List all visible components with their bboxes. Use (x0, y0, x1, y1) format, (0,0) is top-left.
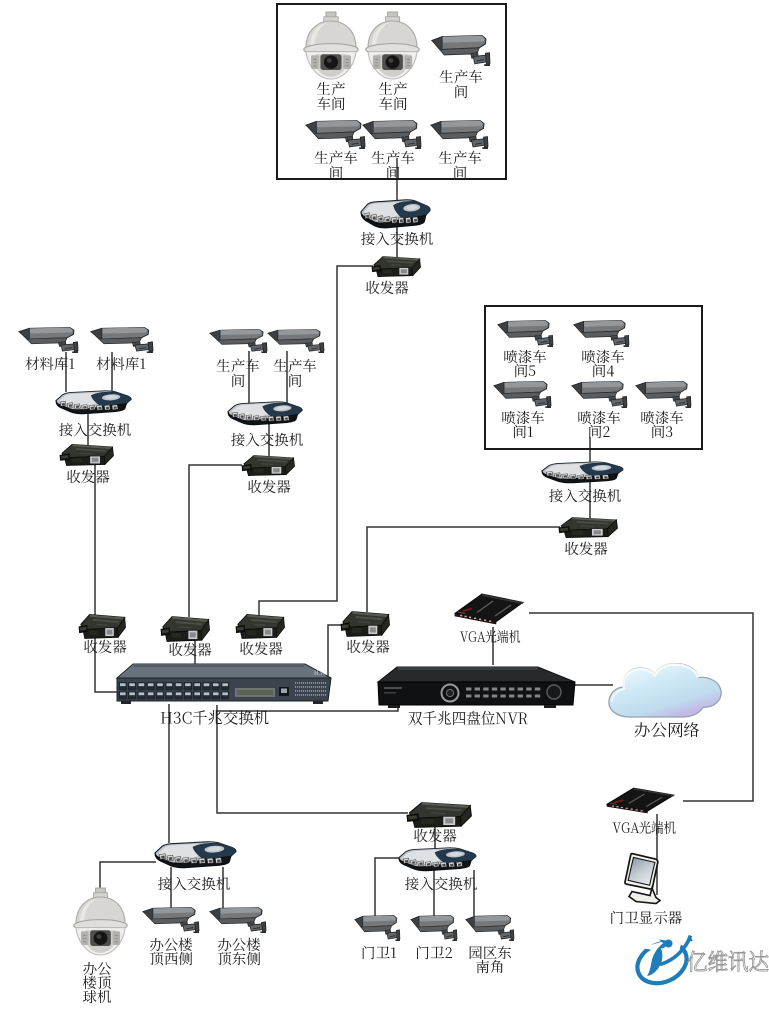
svg-text:门卫显示器: 门卫显示器 (610, 907, 683, 928)
svg-text:南角: 南角 (476, 956, 505, 977)
svg-text:收发器: 收发器 (346, 636, 390, 657)
svg-text:生产车: 生产车 (314, 147, 358, 168)
svg-text:车间: 车间 (379, 93, 408, 114)
svg-text:车间: 车间 (317, 93, 346, 114)
svg-text:间3: 间3 (651, 421, 674, 442)
svg-text:门卫1: 门卫1 (361, 942, 397, 963)
svg-text:间2: 间2 (588, 421, 611, 442)
svg-text:喷漆车: 喷漆车 (503, 346, 547, 367)
svg-text:材料库1: 材料库1 (25, 353, 75, 374)
svg-text:H3C千兆交换机: H3C千兆交换机 (160, 705, 269, 728)
svg-text:园区东: 园区东 (468, 942, 512, 963)
svg-text:生产: 生产 (379, 78, 408, 99)
svg-text:接入交换机: 接入交换机 (59, 419, 132, 440)
svg-text:收发器: 收发器 (239, 638, 283, 659)
svg-text:生产车: 生产车 (273, 355, 317, 376)
svg-text:生产车: 生产车 (439, 66, 483, 87)
svg-text:收发器: 收发器 (564, 538, 608, 559)
svg-text:H3C: H3C (314, 668, 327, 677)
svg-text:收发器: 收发器 (365, 277, 409, 298)
svg-text:间: 间 (386, 162, 401, 183)
svg-text:接入交换机: 接入交换机 (231, 429, 304, 450)
svg-text:接入交换机: 接入交换机 (549, 485, 622, 506)
svg-text:材料库1: 材料库1 (96, 353, 146, 374)
svg-text:间: 间 (288, 370, 303, 391)
svg-text:收发器: 收发器 (83, 636, 127, 657)
svg-text:间: 间 (454, 81, 469, 102)
svg-text:间: 间 (231, 370, 246, 391)
svg-text:VGA光端机: VGA光端机 (612, 817, 676, 838)
svg-text:亿维讯达: 亿维讯达 (687, 944, 769, 977)
svg-text:喷漆车: 喷漆车 (581, 346, 625, 367)
svg-text:收发器: 收发器 (247, 476, 291, 497)
svg-text:办公网络: 办公网络 (634, 717, 701, 741)
svg-text:接入交换机: 接入交换机 (361, 228, 434, 249)
svg-text:间5: 间5 (514, 360, 537, 381)
svg-text:收发器: 收发器 (413, 825, 457, 846)
svg-text:喷漆车: 喷漆车 (577, 407, 621, 428)
svg-text:间4: 间4 (592, 360, 615, 381)
svg-text:生产: 生产 (317, 78, 346, 99)
svg-text:顶东侧: 顶东侧 (217, 948, 261, 969)
svg-text:接入交换机: 接入交换机 (158, 873, 231, 894)
svg-text:顶西侧: 顶西侧 (149, 948, 193, 969)
svg-text:间: 间 (453, 162, 468, 183)
svg-text:生产车: 生产车 (216, 355, 260, 376)
svg-text:办公楼: 办公楼 (217, 934, 261, 955)
svg-text:门卫2: 门卫2 (415, 942, 452, 963)
svg-text:喷漆车: 喷漆车 (501, 407, 545, 428)
svg-text:收发器: 收发器 (168, 639, 212, 660)
svg-text:办公楼: 办公楼 (149, 934, 193, 955)
svg-text:接入交换机: 接入交换机 (405, 873, 478, 894)
svg-text:双千兆四盘位NVR: 双千兆四盘位NVR (408, 707, 529, 729)
svg-text:生产车: 生产车 (371, 147, 415, 168)
svg-text:收发器: 收发器 (66, 466, 110, 487)
svg-text:间: 间 (329, 162, 344, 183)
svg-text:楼顶: 楼顶 (83, 972, 112, 993)
svg-text:VGA光端机: VGA光端机 (460, 626, 521, 647)
svg-text:喷漆车: 喷漆车 (640, 407, 684, 428)
svg-text:球机: 球机 (83, 986, 112, 1007)
svg-text:间1: 间1 (512, 421, 533, 442)
svg-text:生产车: 生产车 (438, 147, 482, 168)
svg-text:办公: 办公 (83, 958, 112, 979)
